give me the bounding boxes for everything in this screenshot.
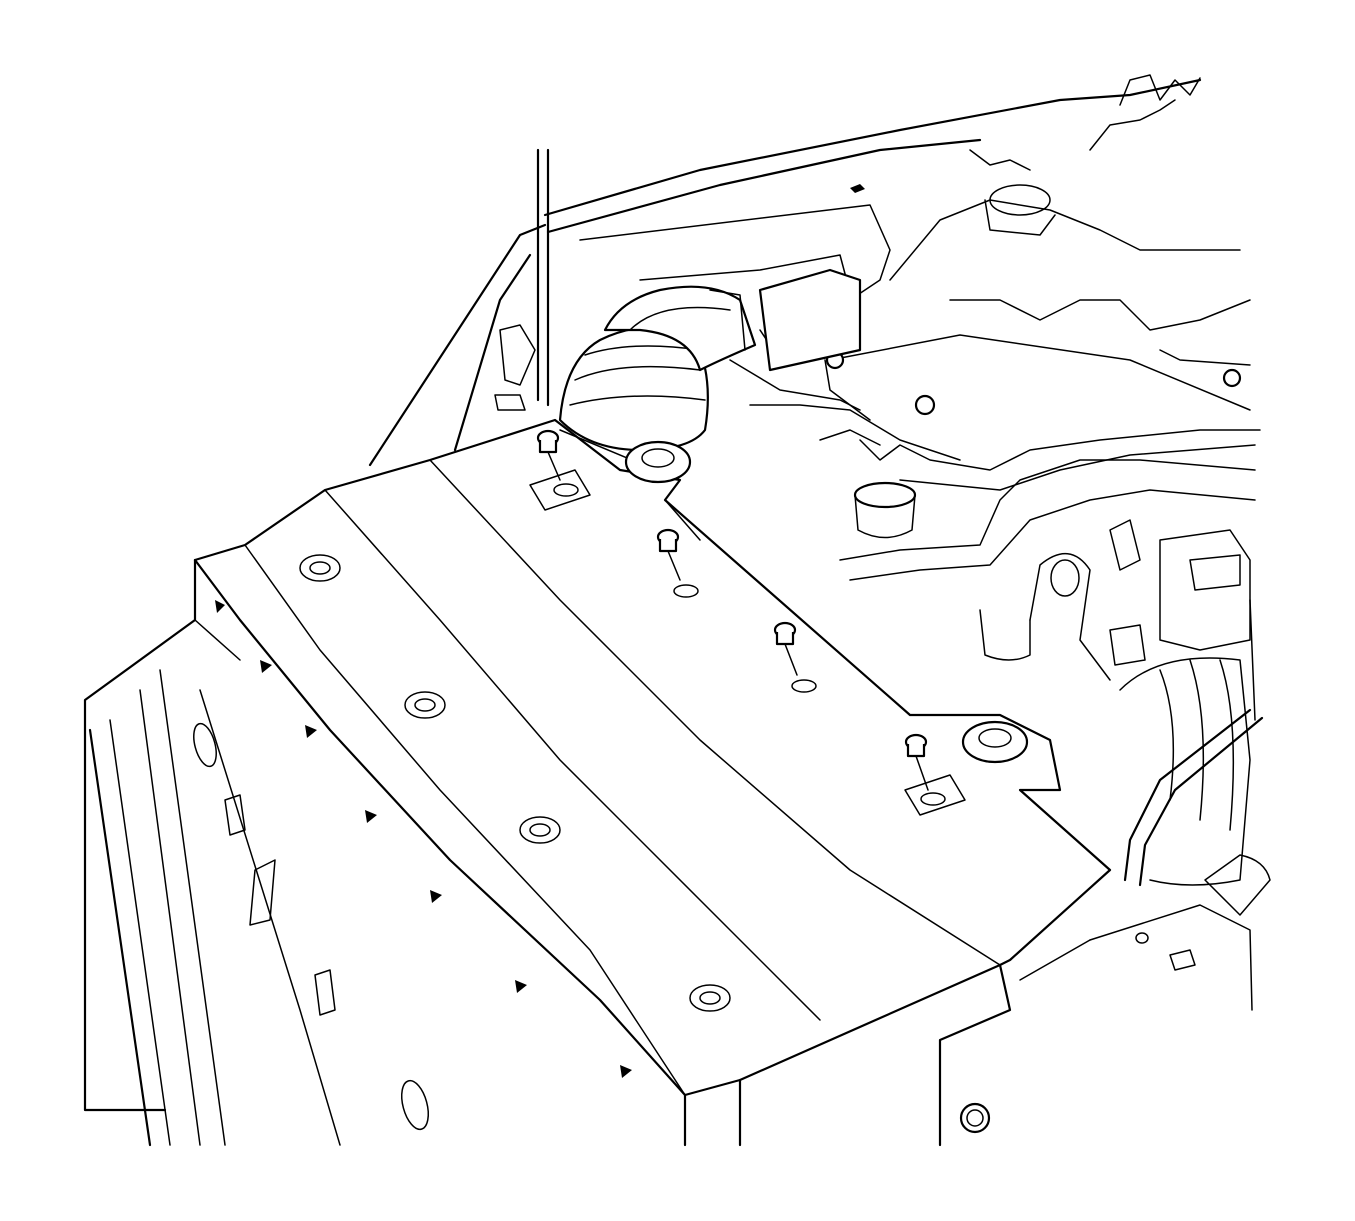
grommet [519, 816, 561, 844]
grommet [689, 984, 731, 1012]
nut [959, 1102, 991, 1134]
bolt[interactable] [656, 528, 699, 598]
bolt[interactable] [904, 733, 946, 806]
engine-components [579, 184, 1271, 1011]
hood [543, 74, 1202, 234]
fender [368, 223, 547, 467]
bolt[interactable] [536, 429, 579, 497]
bolt[interactable] [773, 621, 817, 693]
hood-prop-rod [536, 148, 550, 407]
radiator-cover [83, 418, 1112, 1147]
grommet [404, 691, 446, 719]
grommet [299, 554, 341, 582]
air-intake-duct [558, 268, 862, 452]
